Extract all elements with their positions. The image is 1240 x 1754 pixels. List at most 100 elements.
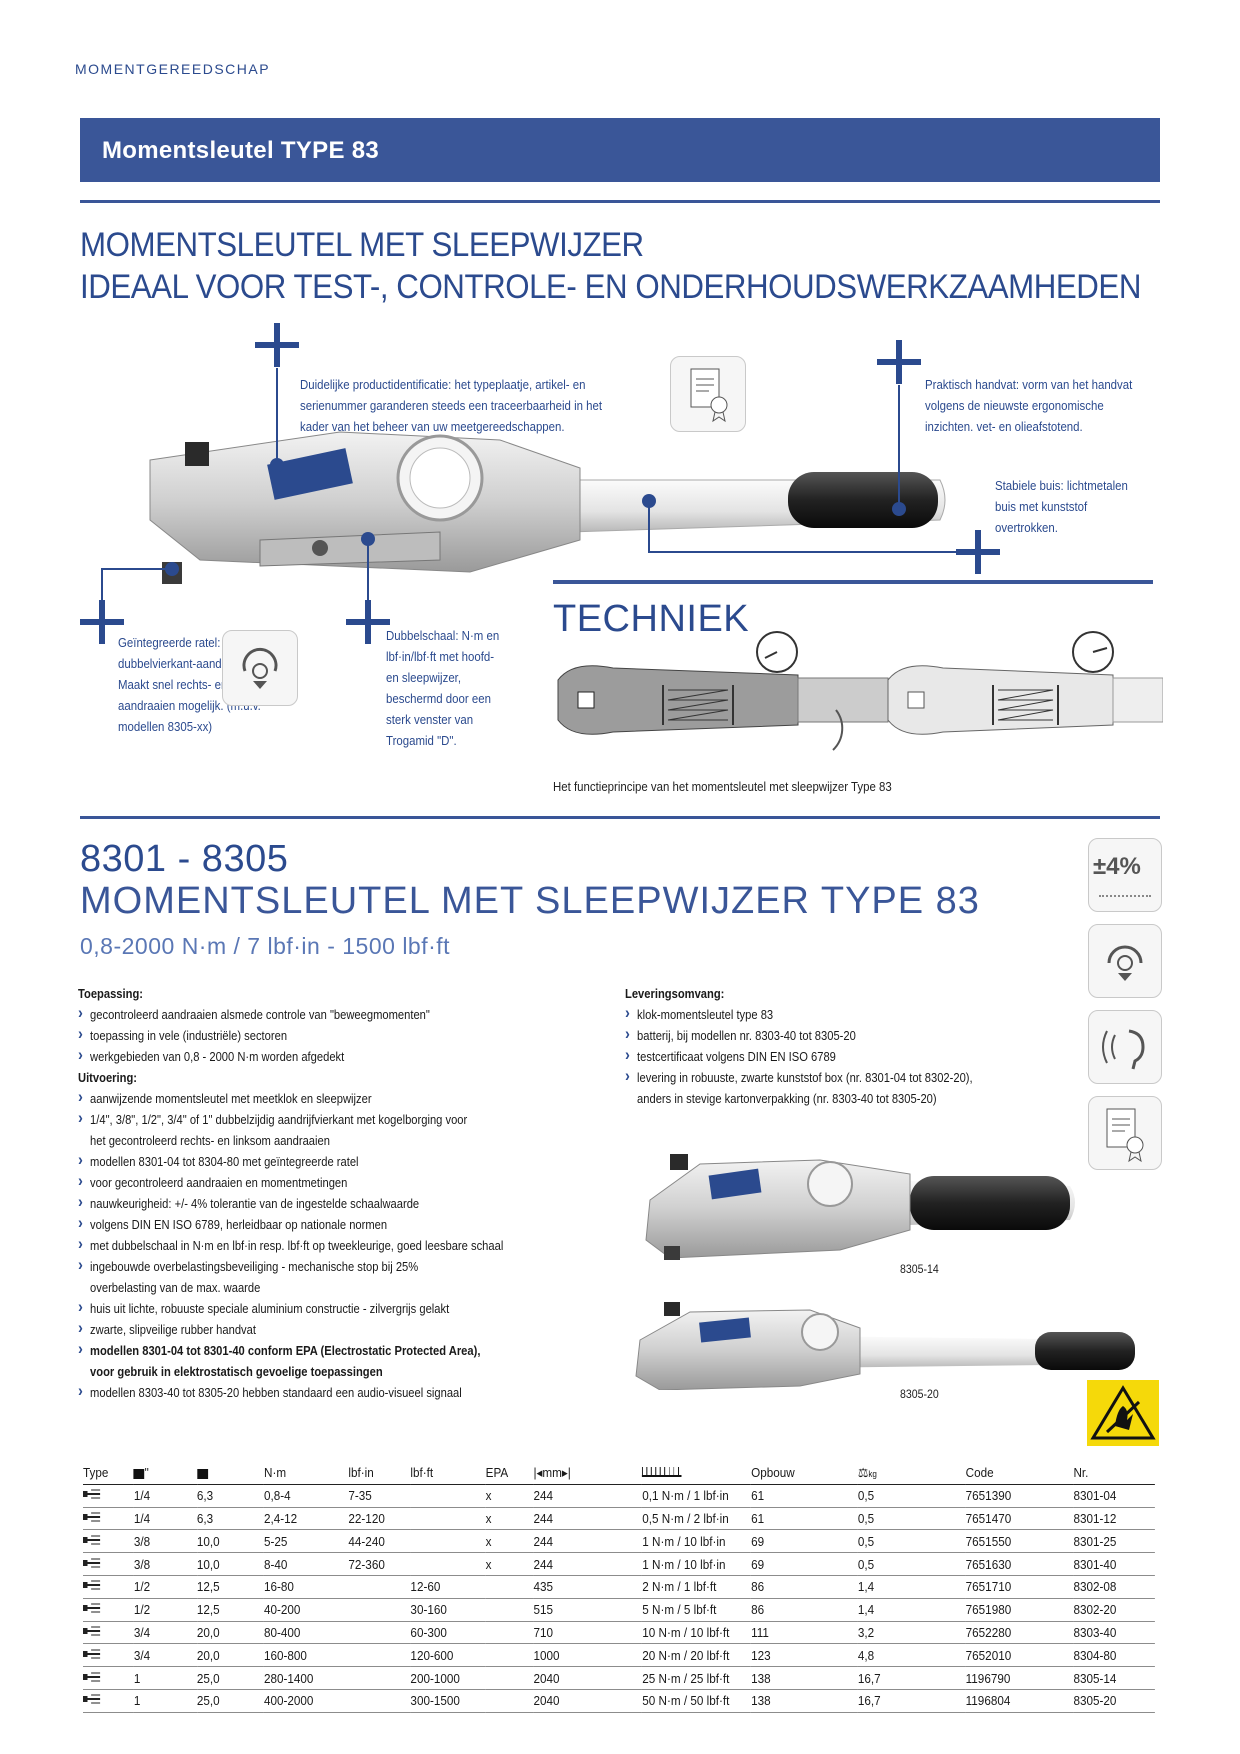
col-weight: ⚖kg <box>857 1462 966 1485</box>
cell-drive-inch: 3/4 <box>133 1643 197 1668</box>
cell-scale: 1 N·m / 10 lbf·in <box>642 1552 752 1576</box>
col-drive-inch: " <box>133 1462 197 1485</box>
leader-line <box>101 568 171 570</box>
wrench-type-icon <box>83 1643 134 1668</box>
wrench-type-icon <box>83 1649 101 1659</box>
cell-length: 710 <box>533 1621 643 1645</box>
cell-nr: 8301-12 <box>1073 1507 1155 1531</box>
cell-nm: 400-2000 <box>263 1689 349 1713</box>
cell-drive-mm: 6,3 <box>196 1484 264 1508</box>
cell-epa <box>485 1575 534 1599</box>
cell-code: 7652010 <box>965 1643 1074 1668</box>
wrench-type-icon <box>83 1507 134 1531</box>
callout-handle: Praktisch handvat: vorm van het handvat … <box>925 377 1133 434</box>
cell-code: 7651390 <box>965 1484 1074 1508</box>
cell-setup: 69 <box>751 1529 858 1554</box>
cell-drive-mm: 20,0 <box>196 1643 264 1668</box>
col-length: |◂mm▸| <box>533 1462 643 1485</box>
wrench-type-icon <box>83 1552 134 1576</box>
wrench-type-icon <box>83 1603 101 1613</box>
col-code: Code <box>965 1462 1074 1485</box>
feature-list: Toepassing: gecontroleerd aandraaien als… <box>78 983 611 1403</box>
cell-drive-inch: 1 <box>133 1689 197 1713</box>
wrench-type-icon <box>83 1580 101 1590</box>
cell-nm: 5-25 <box>263 1529 349 1554</box>
cell-lbfft: 300-1500 <box>410 1689 486 1713</box>
wrench-type-icon <box>83 1558 101 1568</box>
list-item: zwarte, slipveilige rubber handvat <box>78 1317 611 1340</box>
design-heading: Uitvoering: <box>78 1070 138 1085</box>
wrench-type-icon <box>83 1666 134 1690</box>
cell-drive-mm: 25,0 <box>196 1689 264 1713</box>
wrench-type-icon <box>83 1575 134 1599</box>
cell-setup: 86 <box>751 1598 858 1622</box>
col-lbfin: lbf·in <box>348 1462 411 1485</box>
cell-setup: 69 <box>751 1552 858 1576</box>
cell-length: 244 <box>533 1484 643 1508</box>
tolerance-icon: ±4% <box>1088 838 1162 912</box>
cell-drive-inch: 1/4 <box>133 1507 197 1531</box>
cell-code: 7651550 <box>965 1529 1074 1554</box>
cell-lbfft: 12-60 <box>410 1575 486 1599</box>
cell-weight: 0,5 <box>857 1507 966 1531</box>
leader-dot <box>361 532 375 546</box>
table-header-row: Type " N·m lbf·in lbf·ft EPA |◂mm▸| Opbo… <box>83 1462 1155 1485</box>
cell-setup: 61 <box>751 1507 858 1531</box>
scale-icon <box>642 1467 682 1478</box>
list-item: testcertificaat volgens DIN EN ISO 6789 <box>625 1044 995 1067</box>
cell-scale: 20 N·m / 20 lbf·ft <box>642 1643 752 1668</box>
ratchet-icon <box>1088 924 1162 998</box>
product-photo-8305-14 <box>645 1154 1075 1260</box>
divider <box>80 200 1160 203</box>
cell-length: 2040 <box>533 1666 643 1690</box>
delivery-heading: Leveringsomvang: <box>625 986 725 1001</box>
wrench-type-icon <box>83 1484 134 1508</box>
col-nr: Nr. <box>1073 1462 1155 1485</box>
cell-weight: 3,2 <box>857 1621 966 1645</box>
cell-epa <box>485 1621 534 1645</box>
application-heading: Toepassing: <box>78 986 144 1001</box>
cell-nm: 40-200 <box>263 1598 349 1622</box>
leader-dot <box>165 562 179 576</box>
square-drive-icon <box>133 1468 145 1479</box>
cell-drive-inch: 1/2 <box>133 1575 197 1599</box>
cell-length: 435 <box>533 1575 643 1599</box>
cell-nm: 0,8-4 <box>263 1484 349 1508</box>
cell-nr: 8302-20 <box>1073 1598 1155 1622</box>
certificate-icon <box>1088 1096 1162 1170</box>
list-item: 1/4", 3/8", 1/2", 3/4" of 1" dubbelzijdi… <box>78 1107 468 1151</box>
plus-marker <box>877 340 921 384</box>
headline-line-1: MOMENTSLEUTEL MET SLEEPWIJZER <box>80 226 644 264</box>
callout-identification: Duidelijke productidentificatie: het typ… <box>300 377 603 434</box>
wrench-illustration <box>149 431 946 584</box>
cell-setup: 123 <box>751 1643 858 1668</box>
cell-scale: 5 N·m / 5 lbf·ft <box>642 1598 752 1622</box>
leader-dot <box>892 502 906 516</box>
delivery-list: Leveringsomvang: klok-momentsleutel type… <box>625 983 995 1109</box>
cell-length: 2040 <box>533 1689 643 1713</box>
section-title-bar: Momentsleutel TYPE 83 <box>80 118 1160 182</box>
cell-drive-mm: 12,5 <box>196 1575 264 1599</box>
product-photo-8305-20 <box>635 1302 1135 1390</box>
leader-line <box>101 568 103 602</box>
cell-weight: 1,4 <box>857 1598 966 1622</box>
wrench-type-icon <box>83 1689 134 1713</box>
cell-code: 1196804 <box>965 1689 1074 1713</box>
list-item: huis uit lichte, robuuste speciale alumi… <box>78 1296 611 1319</box>
cell-length: 244 <box>533 1552 643 1576</box>
cell-lbfin <box>348 1575 411 1599</box>
cell-lbfin <box>348 1666 411 1690</box>
plus-marker <box>80 600 124 644</box>
cell-epa: x <box>485 1552 534 1576</box>
cell-drive-inch: 3/8 <box>133 1529 197 1554</box>
cell-lbfin: 44-240 <box>348 1529 411 1554</box>
cell-lbfin <box>348 1598 411 1622</box>
cell-nr: 8305-20 <box>1073 1689 1155 1713</box>
cell-drive-mm: 25,0 <box>196 1666 264 1690</box>
cell-nm: 8-40 <box>263 1552 349 1576</box>
cell-drive-inch: 1 <box>133 1666 197 1690</box>
list-item: batterij, bij modellen nr. 8303-40 tot 8… <box>625 1023 995 1046</box>
